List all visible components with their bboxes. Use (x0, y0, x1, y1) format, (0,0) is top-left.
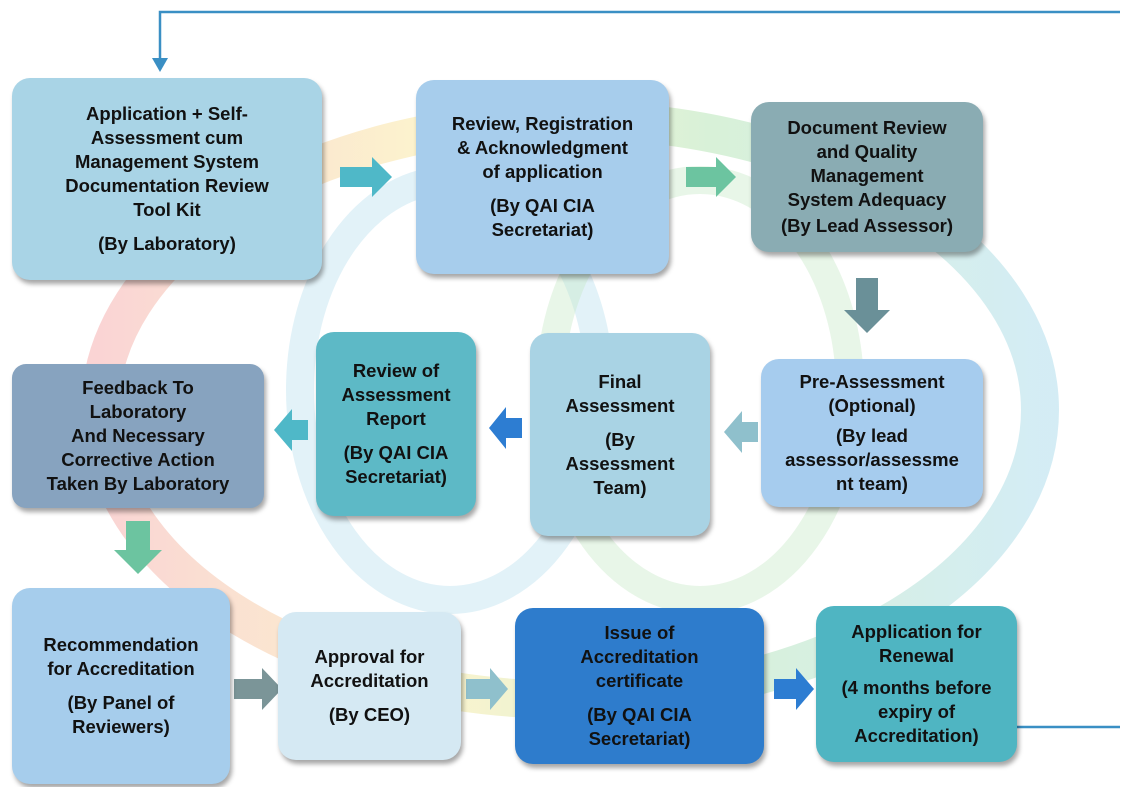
step-responsible: (By Laboratory) (98, 233, 236, 254)
step-responsible: (By QAI CIA Secretariat) (343, 442, 449, 487)
step-title: Approval for Accreditation (310, 646, 429, 691)
arrow-left-icon (724, 411, 758, 453)
step-responsible: (By QAI CIA Secretariat) (490, 195, 595, 240)
arrow-left-icon (274, 409, 308, 451)
step-title: Recommendation for Accreditation (43, 634, 199, 679)
arrow-down-icon (114, 521, 162, 574)
step-title: Review, Registration & Acknowledgment of… (451, 113, 634, 182)
step-responsible: (By Assessment Team) (565, 428, 675, 498)
arrow-right-icon (340, 157, 392, 197)
step-issue: Issue of Accreditation certificate (By Q… (515, 608, 764, 764)
step-responsible: (By Lead Assessor) (780, 215, 954, 236)
step-title: Application + Self- Assessment cum Manag… (65, 103, 269, 220)
step-title: Issue of Accreditation certificate (580, 622, 699, 691)
step-responsible: (By Panel of Reviewers) (67, 692, 175, 737)
loop-arrowhead-icon (152, 58, 168, 72)
step-title: Review of Assessment Report (341, 360, 451, 429)
step-feedback: Feedback To Laboratory And Necessary Cor… (12, 364, 264, 508)
step-review-registration: Review, Registration & Acknowledgment of… (416, 80, 669, 274)
arrow-left-icon (489, 407, 522, 449)
arrow-right-icon (774, 668, 814, 710)
arrow-right-icon (234, 668, 282, 710)
step-title: Document Review and Quality Management S… (787, 117, 947, 210)
step-responsible: (By lead assessor/assessme nt team) (785, 425, 959, 494)
step-review-report: Review of Assessment Report (By QAI CIA … (316, 332, 476, 516)
step-title: Final Assessment (565, 370, 675, 416)
step-document-review: Document Review and Quality Management S… (751, 102, 983, 252)
step-final-assessment: Final Assessment (By Assessment Team) (530, 333, 710, 536)
step-renewal: Application for Renewal (4 months before… (816, 606, 1017, 762)
step-recommendation: Recommendation for Accreditation (By Pan… (12, 588, 230, 784)
step-responsible: (By CEO) (328, 704, 411, 725)
step-title: Feedback To Laboratory And Necessary Cor… (46, 377, 230, 494)
step-responsible: (4 months before expiry of Accreditation… (841, 677, 992, 746)
step-pre-assessment: Pre-Assessment (Optional) (By lead asses… (761, 359, 983, 507)
step-application: Application + Self- Assessment cum Manag… (12, 78, 322, 280)
arrow-down-icon (844, 278, 890, 333)
step-title: Pre-Assessment (Optional) (799, 371, 945, 416)
arrow-right-icon (686, 157, 736, 197)
step-title: Application for Renewal (851, 621, 982, 666)
loop-line-top (158, 10, 1120, 60)
arrow-right-icon (466, 668, 508, 710)
step-approval: Approval for Accreditation (By CEO) (278, 612, 461, 760)
step-responsible: (By QAI CIA Secretariat) (587, 704, 692, 749)
